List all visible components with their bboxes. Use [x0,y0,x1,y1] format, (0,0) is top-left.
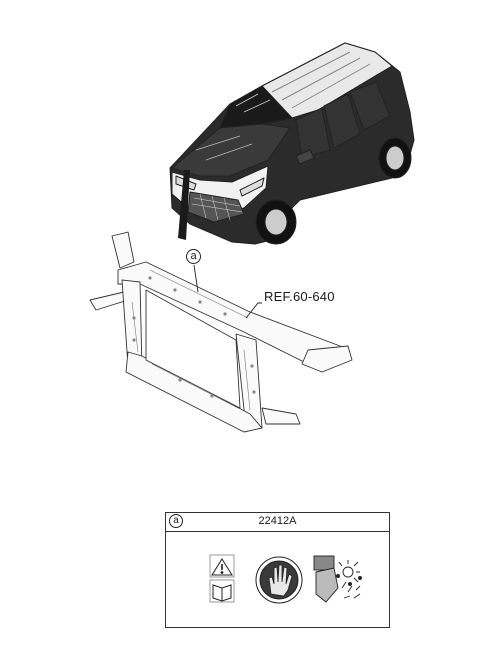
caution-label-icons [209,554,362,604]
label-box: a 22412A [165,512,390,628]
manual-book-icon [209,579,235,603]
front-end-module-frame [89,231,353,433]
exploded-diagram [89,42,415,433]
no-hand-icon [255,556,303,604]
label-box-header: a 22412A [166,513,389,532]
callout-marker-a: a [186,249,201,264]
car-illustration [169,42,415,245]
reference-label[interactable]: REF.60-640 [264,289,335,304]
warning-triangle-icon [209,554,235,578]
fan-hazard-icon [313,555,362,603]
part-number: 22412A [258,515,297,527]
leader-lines [193,264,262,319]
label-box-marker: a [169,514,183,528]
